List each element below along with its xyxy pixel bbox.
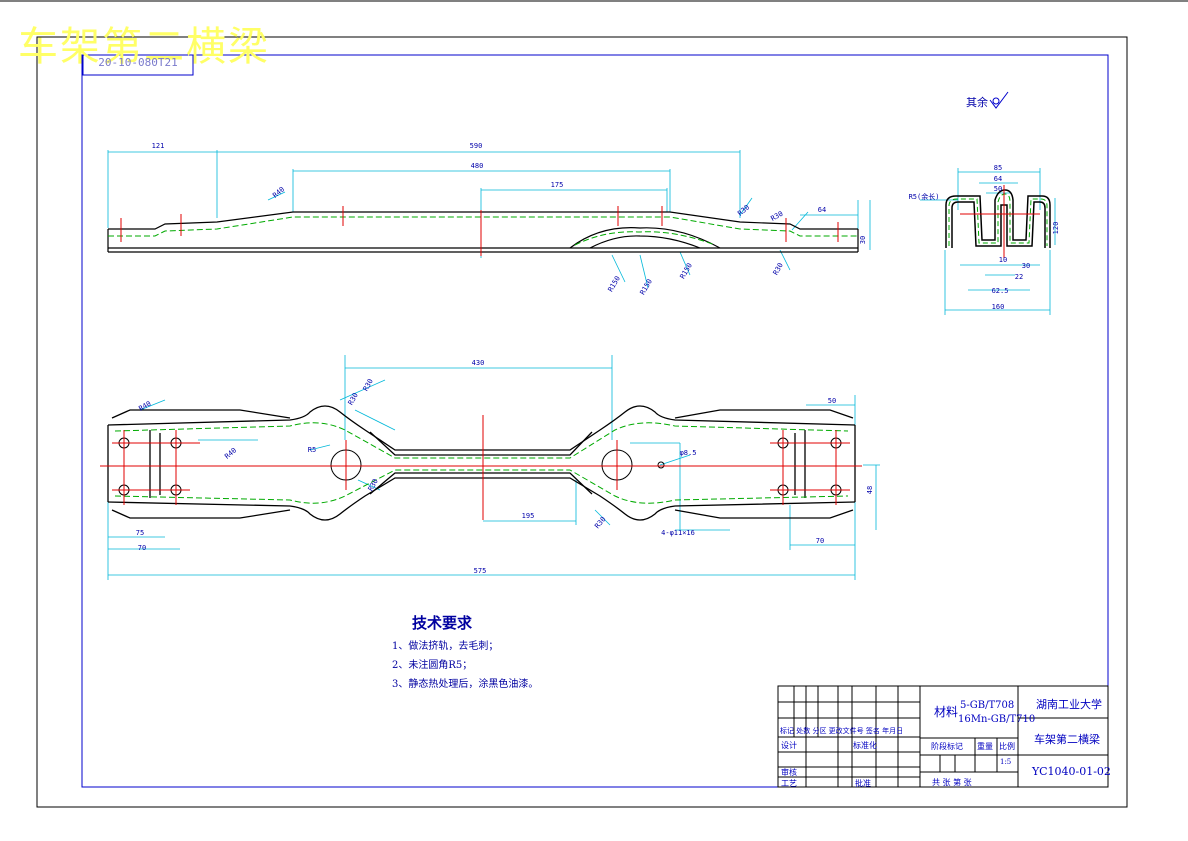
dimension-label: 70 bbox=[816, 537, 824, 545]
design-label: 设计 bbox=[781, 741, 797, 750]
dimension-label: 120 bbox=[1052, 222, 1060, 235]
dimension-label: 4-φ11×16 bbox=[661, 529, 695, 537]
approve-label: 批准 bbox=[855, 779, 871, 788]
dimension-label: R30 bbox=[347, 392, 360, 407]
dimension-label: 48 bbox=[866, 486, 874, 494]
dimension-label: 590 bbox=[470, 142, 483, 150]
dimension-label: 75 bbox=[136, 529, 144, 537]
technical-requirements: 技术要求 1、做法挤轨，去毛刺； 2、未注圆角R5； 3、静态热处理后，涂黑色油… bbox=[388, 612, 588, 692]
dimension-label: R30 bbox=[770, 210, 785, 223]
dimension-label: 430 bbox=[472, 359, 485, 367]
part-name: 车架第二横梁 bbox=[1034, 733, 1100, 746]
overlay-title: 车架第二横梁 bbox=[18, 24, 270, 70]
tech-req-item-1: 1、做法挤轨，去毛刺； bbox=[392, 641, 499, 652]
dimension-label: 10 bbox=[999, 256, 1007, 264]
dimension-label: R30 bbox=[736, 203, 751, 217]
dimension-label: 575 bbox=[474, 567, 487, 575]
dimension-label: φ8.5 bbox=[680, 449, 697, 457]
dimension-label: 30 bbox=[1022, 262, 1030, 270]
revision-header: 标记 处数 分区 更改文件号 签名 年月日 bbox=[780, 727, 904, 735]
university-name: 湖南工业大学 bbox=[1036, 698, 1102, 711]
dimension-label: 175 bbox=[551, 181, 564, 189]
dimension-label: 50 bbox=[994, 185, 1002, 193]
material-line-2: 16Mn-GB/T710 bbox=[958, 714, 1036, 725]
dimension-label: R150 bbox=[639, 278, 654, 297]
roughness-note: 其余 bbox=[966, 96, 988, 109]
plan-view bbox=[100, 355, 880, 580]
material-label: 材料 bbox=[934, 705, 959, 719]
dimension-label: 480 bbox=[471, 162, 484, 170]
tech-req-item-3: 3、静态热处理后，涂黑色油漆。 bbox=[392, 679, 539, 690]
dimension-label: 30 bbox=[859, 236, 867, 244]
scale-value: 1:5 bbox=[1000, 758, 1012, 766]
weight-label: 重量 bbox=[977, 742, 993, 751]
stage-label: 阶段标记 bbox=[931, 742, 963, 751]
dimension-label: R150 bbox=[607, 275, 622, 294]
dimension-label: 70 bbox=[138, 544, 146, 552]
dimension-label: 121 bbox=[152, 142, 165, 150]
dimension-label: R150 bbox=[679, 262, 694, 281]
drawing-number: 20-10-080T21 bbox=[98, 56, 178, 69]
sheet-border bbox=[36, 36, 1128, 808]
dimension-label: 195 bbox=[522, 512, 535, 520]
tech-req-title: 技术要求 bbox=[412, 614, 473, 632]
dimension-label: R40 bbox=[138, 400, 153, 413]
drawing-frame bbox=[81, 54, 1109, 788]
dimension-label: 22 bbox=[1015, 273, 1023, 281]
title-block-grid bbox=[777, 685, 1109, 788]
dimension-label: 160 bbox=[992, 303, 1005, 311]
section-view bbox=[920, 168, 1056, 315]
dimension-label: R40 bbox=[223, 446, 238, 460]
dimension-label: R5 bbox=[308, 446, 316, 454]
drawing-code: YC1040-01-02 bbox=[1032, 765, 1111, 778]
dimension-label: R30 bbox=[593, 515, 607, 530]
material-line-1: 5-GB/T708 bbox=[960, 700, 1015, 711]
dimension-label: 62.5 bbox=[992, 287, 1009, 295]
standard-label: 标准化 bbox=[853, 741, 877, 750]
side-view bbox=[107, 150, 871, 289]
review-label: 审核 bbox=[781, 768, 797, 777]
dimension-label: 64 bbox=[818, 206, 826, 214]
roughness-symbol bbox=[989, 91, 1009, 109]
ratio-label: 比例 bbox=[999, 742, 1015, 751]
process-label: 工艺 bbox=[781, 779, 797, 788]
dimension-label: R30 bbox=[772, 262, 785, 277]
dimension-label: R5(余长) bbox=[909, 192, 940, 201]
dimension-label: R30 bbox=[367, 478, 380, 493]
drawing-number-frame bbox=[82, 54, 194, 76]
sheets-label: 共 张 第 张 bbox=[932, 778, 972, 787]
tech-req-item-2: 2、未注圆角R5； bbox=[392, 660, 473, 671]
dimension-label: 85 bbox=[994, 164, 1002, 172]
dimension-label: 50 bbox=[828, 397, 836, 405]
dimension-label: 64 bbox=[994, 175, 1002, 183]
dimension-label: R40 bbox=[271, 185, 286, 199]
